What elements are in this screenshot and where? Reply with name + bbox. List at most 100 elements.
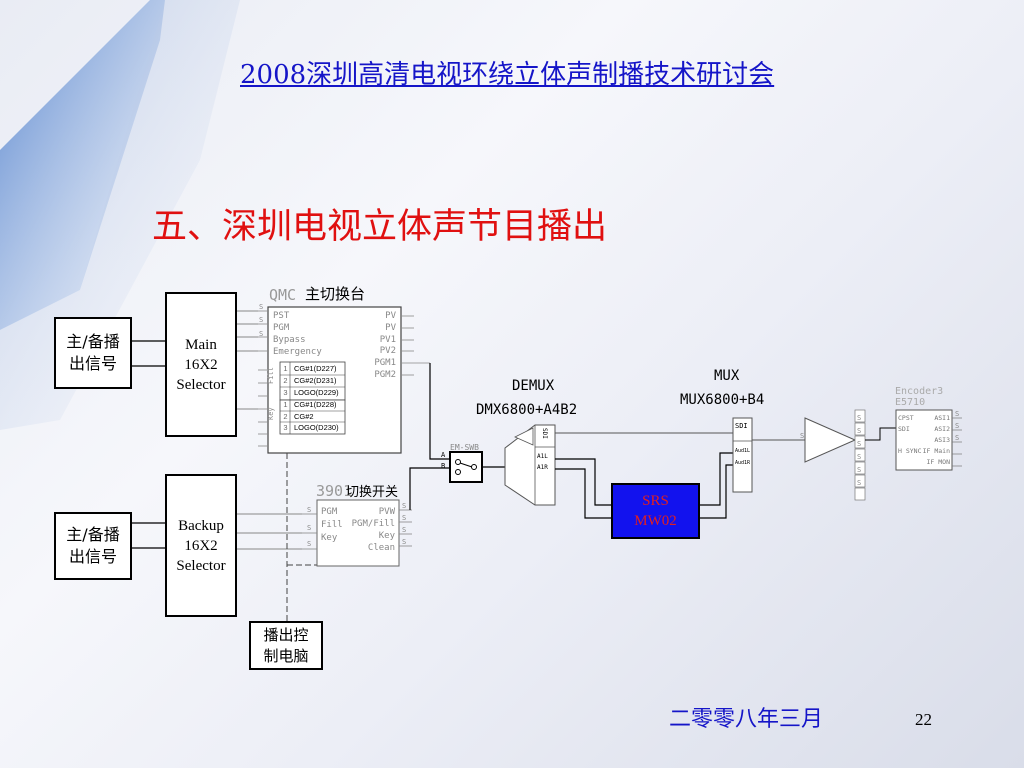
encoder-output-label: ASI3 <box>934 436 950 444</box>
switch-3901-input-label: Key <box>321 533 338 543</box>
encoder-output-label: ASI2 <box>934 425 950 433</box>
qmc-caption: 主切换台 <box>305 285 366 303</box>
switch-3901-input-label: PGM <box>321 507 338 517</box>
encoder-output-label: IF Main <box>922 447 950 455</box>
demux-port-sdi: SDI <box>541 428 548 439</box>
qmc-right-label: PV <box>385 322 396 333</box>
svg-text:S: S <box>857 466 861 474</box>
mux-title: MUX <box>714 368 740 384</box>
svg-text:S: S <box>955 422 959 430</box>
page-number: 22 <box>915 710 932 729</box>
qmc-left-label: PGM <box>273 323 290 333</box>
qmc-left-label: Bypass <box>273 335 306 345</box>
qmc-row-label: CG#2 <box>294 412 314 421</box>
svg-text:S: S <box>857 440 861 448</box>
demux-title: DEMUX <box>512 378 555 394</box>
svg-text:S: S <box>800 432 804 440</box>
backup-source-box: 主/备播 出信号 <box>54 512 132 580</box>
main-selector: Main 16X2 Selector <box>165 292 237 437</box>
mux-unit <box>732 417 753 493</box>
qmc-row-number: 3 <box>283 388 288 397</box>
qmc-row-label: CG#2(D231) <box>294 376 337 385</box>
qmc-source-row: 3 LOGO(D229) <box>281 387 345 399</box>
encoder-model: E5710 <box>895 397 926 408</box>
switch-3901-output-label: PGM/Fill <box>351 519 395 529</box>
main-source-box: 主/备播 出信号 <box>54 317 132 389</box>
mux-port-sdi: SDI <box>735 422 748 430</box>
qmc-right-label: PV1 <box>379 334 396 345</box>
encoder-outputs: ASI1 ASI2 ASI3 IF Main IF MON <box>916 413 950 468</box>
svg-text:S: S <box>259 330 263 338</box>
qmc-row-label: LOGO(D230) <box>294 423 339 432</box>
encoder-e5710 <box>895 409 953 471</box>
qmc-source-row: 3 LOGO(D230) <box>281 422 345 433</box>
qmc-left-label: Emergency <box>273 347 322 357</box>
encoder-input-label: H SYNC <box>898 447 922 455</box>
svg-text:S: S <box>955 410 959 418</box>
demux-port-a1r: A1R <box>537 464 548 471</box>
qmc-row-number: 2 <box>283 412 288 421</box>
svg-text:S: S <box>307 506 311 514</box>
svg-text:S: S <box>402 526 406 534</box>
svg-text:S: S <box>307 540 311 548</box>
section-title: 五、深圳电视立体声节目播出 <box>152 207 608 247</box>
header-title: 2008深圳高清电视环绕立体声制播技术研讨会 <box>240 60 775 90</box>
encoder-input-label: CPST <box>898 414 914 422</box>
encoder-tag: Encoder3 <box>895 386 944 397</box>
switch-3901-output-label: Key <box>378 531 395 541</box>
em-swb-input-b: B <box>441 462 446 470</box>
svg-text:S: S <box>259 316 263 324</box>
mux-port-aud1l: Aud1L <box>735 448 751 454</box>
svg-text:S: S <box>857 453 861 461</box>
backup-selector: Backup 16X2 Selector <box>165 474 237 617</box>
switch-3901-tag: 3901 <box>316 482 353 500</box>
distribution-amplifier <box>804 417 857 463</box>
mux-model: MUX6800+B4 <box>680 392 765 408</box>
demux-port-a1l: A1L <box>537 453 548 460</box>
qmc-row-number: 3 <box>283 423 288 432</box>
qmc-right-label: PV <box>385 311 396 321</box>
em-swb-input-a: A <box>441 451 446 459</box>
qmc-right-label: PGM2 <box>374 369 396 380</box>
switch-3901-caption: 切换开关 <box>346 485 399 500</box>
switch-3901 <box>316 499 400 567</box>
qmc-left-labels: PST PGM Bypass Emergency <box>273 310 322 358</box>
encoder-input-label: SDI <box>898 425 910 433</box>
qmc-left-label: PST <box>273 311 290 321</box>
footer-date: 二零零八年三月 <box>669 707 824 732</box>
encoder-output-label: IF MON <box>926 458 950 466</box>
qmc-source-row: 1 CG#1(D228) <box>281 399 345 411</box>
qmc-right-label: PV2 <box>379 346 396 357</box>
svg-text:S: S <box>857 414 861 422</box>
svg-text:S: S <box>955 434 959 442</box>
qmc-source-row: 2 CG#2(D231) <box>281 375 345 387</box>
qmc-source-row: 2 CG#2 <box>281 411 345 422</box>
em-swb-tag: EM-SWB <box>450 443 479 452</box>
demux-model: DMX6800+A4B2 <box>476 402 578 418</box>
encoder-output-label: ASI1 <box>934 414 950 422</box>
qmc-row-number: 2 <box>283 376 288 385</box>
svg-text:S: S <box>857 479 861 487</box>
qmc-tag: QMC <box>269 286 297 304</box>
em-swb-switch <box>449 451 483 483</box>
qmc-key-label: Key <box>267 407 275 420</box>
switch-3901-input-label: Fill <box>321 520 343 530</box>
qmc-row-label: CG#1(D228) <box>294 400 337 409</box>
svg-text:S: S <box>402 502 406 510</box>
qmc-row-number: 1 <box>283 364 288 373</box>
qmc-row-label: LOGO(D229) <box>294 388 339 397</box>
encoder-inputs: CPST SDI H SYNC <box>898 413 921 457</box>
qmc-right-label: PGM1 <box>374 358 396 369</box>
svg-text:S: S <box>259 303 263 311</box>
switch-3901-output-label: PVW <box>378 507 395 517</box>
qmc-right-labels: PV PV PV1 PV2 PGM1 PGM2 <box>366 311 396 382</box>
svg-text:S: S <box>402 514 406 522</box>
qmc-row-number: 1 <box>283 400 288 409</box>
svg-text:S: S <box>307 524 311 532</box>
mux-port-aud1r: Aud1R <box>735 460 751 466</box>
qmc-fill-label: Fill <box>267 367 275 384</box>
control-pc-box: 播出控 制电脑 <box>249 621 323 670</box>
